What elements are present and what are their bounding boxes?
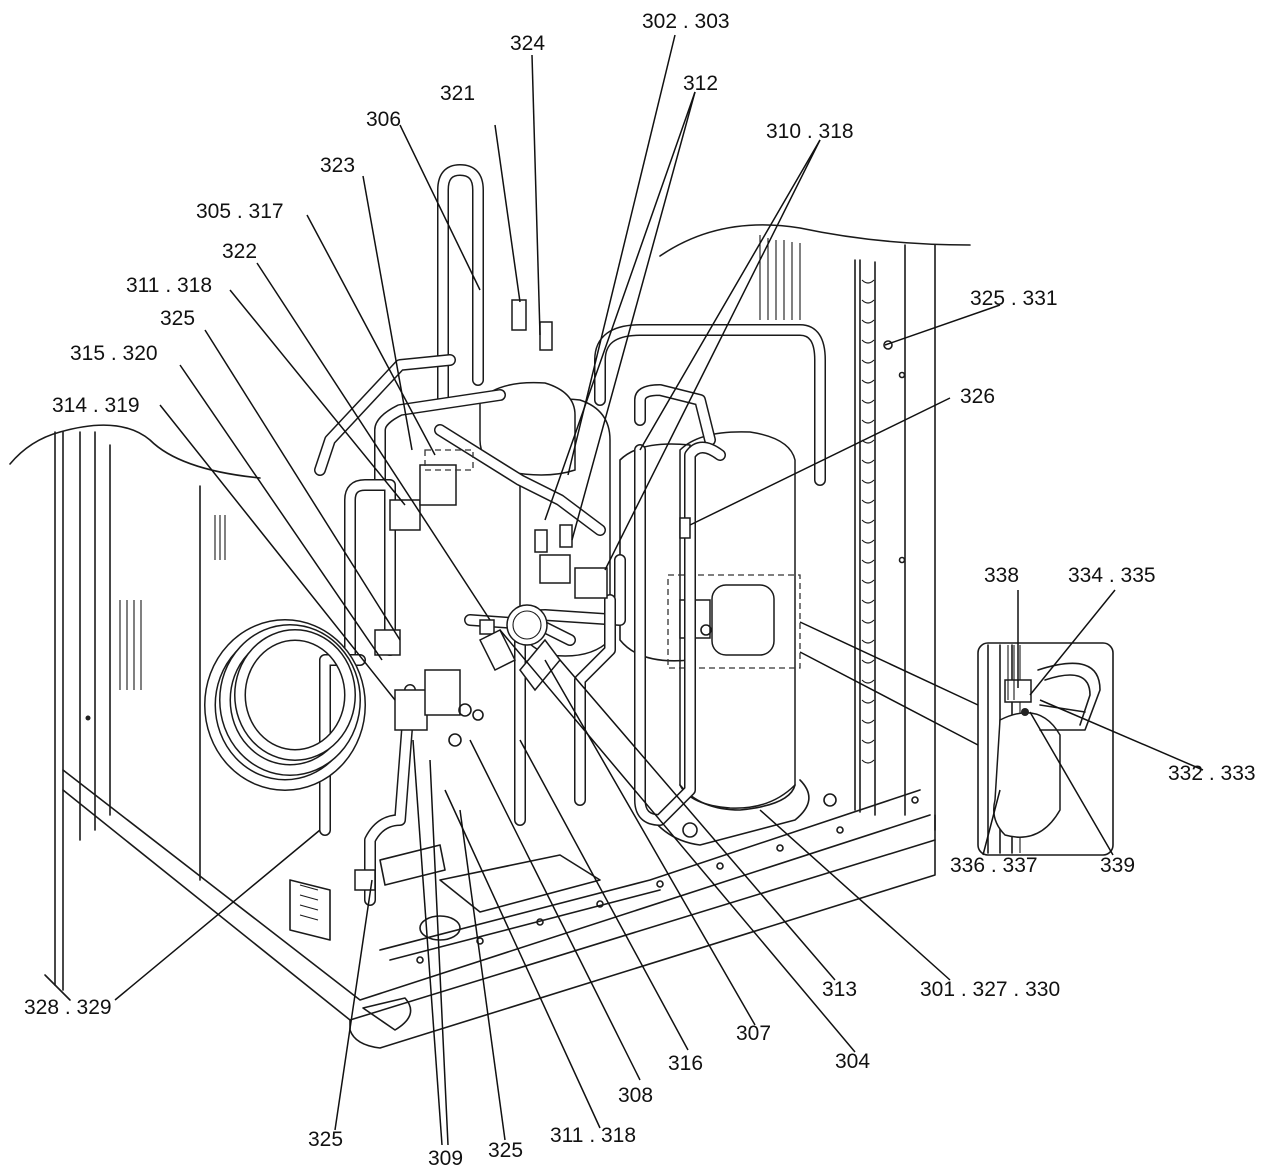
- callout-325-331: 325 . 331: [970, 287, 1058, 310]
- left-side-panel: [9, 424, 261, 1001]
- callout-332-333: 332 . 333: [1168, 762, 1256, 785]
- valves-and-sensors: [354, 299, 691, 891]
- callout-311-318-bottom: 311 . 318: [550, 1124, 636, 1147]
- callout-302-303: 302 . 303: [642, 10, 730, 33]
- callout-312: 312: [683, 72, 718, 95]
- callout-322: 322: [222, 240, 257, 263]
- callout-325-bottom-left: 325: [308, 1128, 343, 1151]
- callout-313: 313: [822, 978, 857, 1001]
- callout-301-327-330: 301 . 327 . 330: [920, 978, 1060, 1001]
- callout-324: 324: [510, 32, 545, 55]
- leader-lines: [114, 34, 1204, 1146]
- callout-321: 321: [440, 82, 475, 105]
- right-side-panel: [659, 224, 971, 831]
- callout-325-bottom: 325: [488, 1139, 523, 1162]
- callout-326: 326: [960, 385, 995, 408]
- callout-315-320: 315 . 320: [70, 342, 158, 365]
- callout-336-337: 336 . 337: [950, 854, 1038, 877]
- callout-339: 339: [1100, 854, 1135, 877]
- callout-338: 338: [984, 564, 1019, 587]
- callout-308: 308: [618, 1084, 653, 1107]
- detail-inset: [799, 621, 1114, 856]
- callout-328-329: 328 . 329: [24, 996, 112, 1019]
- callout-311-318-top: 311 . 318: [126, 274, 212, 297]
- callout-309: 309: [428, 1147, 463, 1170]
- callout-323: 323: [320, 154, 355, 177]
- compressor: [619, 431, 801, 811]
- callout-334-335: 334 . 335: [1068, 564, 1156, 587]
- callout-304: 304: [835, 1050, 870, 1073]
- callout-325-top: 325: [160, 307, 195, 330]
- callout-labels: 324 302 . 303 321 312 306 310 . 318 323 …: [24, 10, 1256, 1170]
- callout-305-317: 305 . 317: [196, 200, 284, 223]
- callout-316: 316: [668, 1052, 703, 1075]
- callout-314-319: 314 . 319: [52, 394, 140, 417]
- callout-306: 306: [366, 108, 401, 131]
- callout-307: 307: [736, 1022, 771, 1045]
- coiled-tube: [204, 619, 366, 791]
- callout-310-318: 310 . 318: [766, 120, 854, 143]
